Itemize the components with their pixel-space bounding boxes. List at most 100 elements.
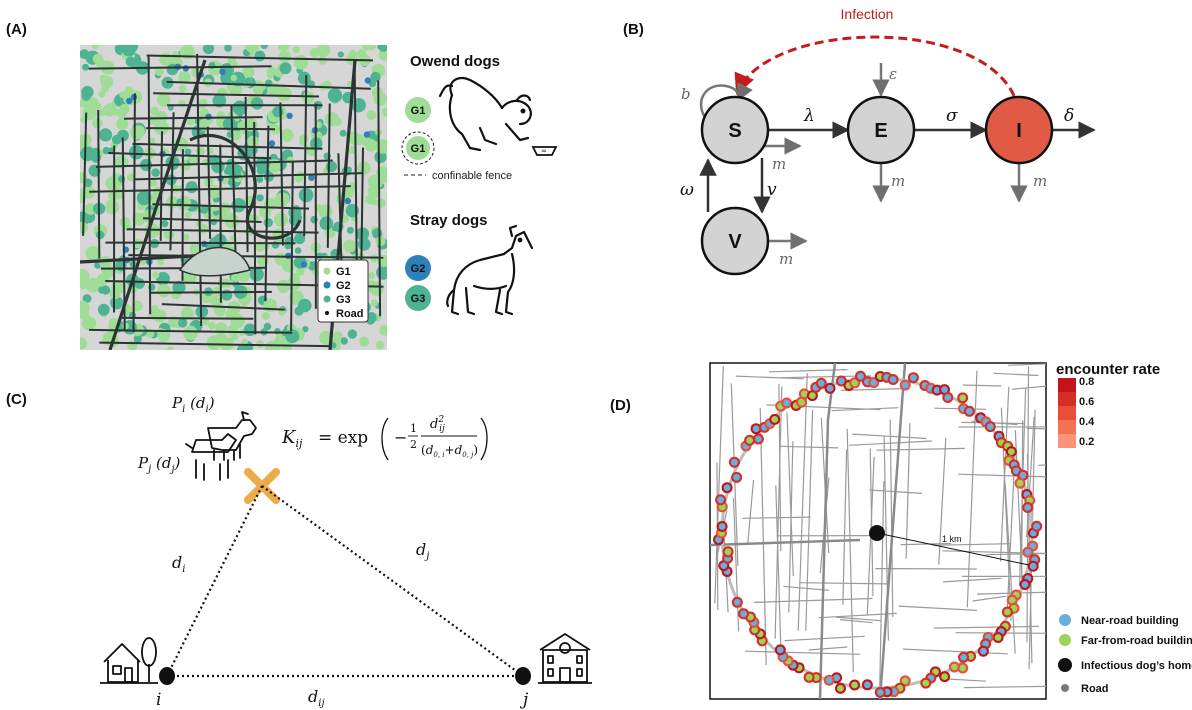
- dog-dot: [152, 271, 160, 279]
- dog-dot: [297, 71, 311, 85]
- street-segment: [993, 372, 1039, 377]
- dog-dot: [237, 270, 250, 282]
- street-segment: [966, 370, 978, 608]
- legend-infectious-home: Infectious dog’s home: [1081, 660, 1192, 672]
- dog-dot: [319, 216, 334, 231]
- dog-dot: [212, 93, 227, 108]
- node-e-label: E: [874, 120, 887, 142]
- dog-dot: [373, 92, 387, 106]
- dog-dot: [366, 110, 377, 121]
- dog-dot: [240, 298, 249, 307]
- dog-dot: [255, 156, 270, 171]
- street-segment: [932, 543, 1010, 546]
- puppy-icon: [438, 76, 532, 152]
- dog-dot: [85, 246, 101, 262]
- dog-dot: [221, 289, 233, 301]
- building-marker: [835, 682, 846, 694]
- dog-dot: [278, 50, 291, 63]
- dog-dot: [206, 335, 222, 350]
- dog-dot: [266, 71, 274, 79]
- dog-dot: [85, 277, 101, 293]
- stray-dog-dot: [308, 174, 315, 181]
- v-mortality-label: m: [779, 250, 793, 268]
- road-segment: [377, 80, 382, 317]
- dog-dot: [274, 346, 282, 350]
- dog-dot: [80, 146, 95, 162]
- street-segment: [962, 384, 1002, 387]
- building-marker: [731, 596, 743, 608]
- dog-dot: [281, 341, 293, 350]
- building-marker: [1022, 502, 1034, 513]
- dog-dot: [368, 272, 376, 279]
- road-segment: [169, 112, 175, 251]
- building-marker: [861, 679, 873, 691]
- colorbar-step: [1058, 420, 1076, 434]
- building-marker: [716, 521, 728, 532]
- dog-dot: [317, 45, 330, 57]
- street-segment: [835, 616, 882, 622]
- street-segment: [840, 619, 873, 624]
- dog-dot: [99, 128, 113, 142]
- dog-dot: [333, 331, 343, 341]
- kernel-eq: = exp: [318, 428, 368, 448]
- street-segment: [977, 591, 1046, 595]
- dog-dot: [333, 117, 342, 126]
- building-marker: [977, 645, 989, 657]
- stray-dog-dot: [344, 197, 352, 205]
- road-segment: [121, 316, 254, 320]
- sigma-label: σ: [946, 106, 958, 126]
- building-marker: [796, 396, 807, 408]
- d-ij-label: dij: [308, 687, 325, 709]
- lambda-label: λ: [803, 106, 815, 126]
- building-marker: [849, 679, 861, 691]
- dog-dot: [263, 322, 272, 331]
- dog-dot: [357, 237, 371, 251]
- school-icon: [538, 633, 592, 684]
- dog-dot: [208, 322, 216, 330]
- road-segment: [143, 217, 262, 223]
- stray-dog-dot: [126, 97, 133, 105]
- dog-dot: [125, 56, 136, 67]
- road-segment: [88, 65, 272, 70]
- dog-dot: [298, 298, 312, 313]
- dog-dot: [82, 63, 89, 71]
- dog-dot: [310, 215, 319, 224]
- dog-dot: [97, 303, 110, 316]
- dog-dot: [376, 198, 386, 208]
- dog-dot: [186, 117, 195, 126]
- dog-dot: [295, 214, 303, 221]
- street-segment: [1014, 430, 1024, 589]
- epsilon-label: ε: [889, 65, 897, 83]
- dog-dot: [167, 346, 174, 350]
- dog-dot: [357, 161, 371, 175]
- dog-dot: [318, 56, 328, 65]
- building-marker: [1027, 560, 1039, 572]
- distance-line-i: [166, 485, 263, 677]
- stray-dog-dot: [201, 240, 208, 248]
- colorbar-tick-0: 0.8: [1079, 376, 1094, 388]
- legend-swatch-g1: [323, 267, 331, 275]
- dog-dot: [365, 194, 376, 205]
- dog-dot: [374, 150, 387, 164]
- street-segment: [732, 497, 740, 632]
- road-segment: [121, 137, 126, 331]
- dog-dot: [302, 91, 315, 104]
- legend-label-g1: G1: [336, 266, 351, 278]
- node-i-label: I: [1016, 120, 1022, 142]
- dog-dot: [134, 278, 145, 289]
- dog-dot: [259, 206, 272, 219]
- street-segment: [1004, 483, 1016, 654]
- dog-dot: [159, 52, 173, 66]
- street-segment: [783, 585, 829, 591]
- house-icon: [100, 637, 158, 684]
- building-marker: [750, 423, 762, 435]
- building-marker: [744, 434, 756, 446]
- street-segment: [958, 473, 1046, 478]
- legend-swatch-near-road: [1059, 614, 1071, 626]
- dog-dot: [249, 267, 264, 282]
- colorbar-step: [1058, 392, 1076, 406]
- building-marker: [920, 677, 932, 689]
- dog-dot: [96, 273, 109, 286]
